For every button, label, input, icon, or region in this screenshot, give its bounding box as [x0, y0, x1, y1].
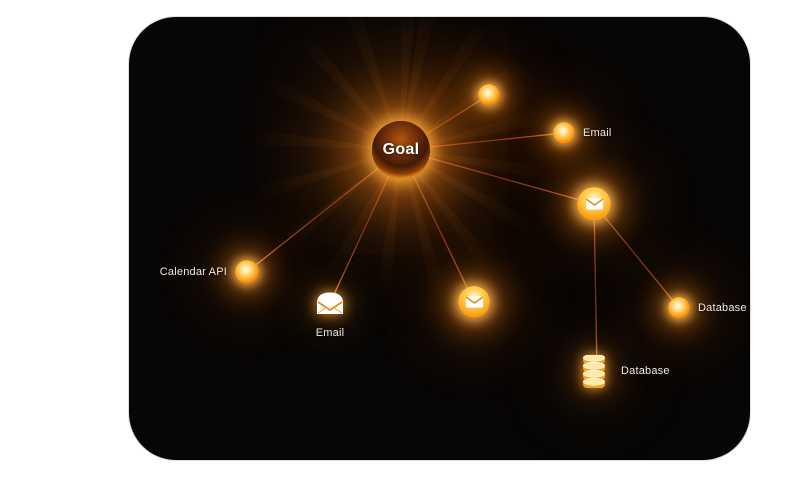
edge-goal-calendar-api [246, 149, 402, 273]
open-envelope-icon [317, 292, 343, 314]
node-label-database-store: Database [621, 365, 670, 377]
edge-mail-hub-database-right [593, 203, 680, 309]
node-email-bottom [313, 286, 347, 320]
edge-mail-hub-database-store [593, 203, 598, 372]
envelope-icon [585, 198, 603, 210]
node-label-email-right: Email [583, 127, 612, 139]
glow-sphere-database-right [668, 297, 690, 319]
database-icon [583, 353, 605, 388]
node-mail-hub [577, 187, 611, 221]
glow-sphere-node-top [478, 84, 500, 106]
node-database-store [581, 353, 613, 388]
envelope-icon [465, 296, 483, 308]
glow-sphere-email-right [553, 122, 575, 144]
edge-goal-mail-hub [400, 149, 595, 205]
node-goal: Goal [372, 121, 430, 179]
goal-node-label: Goal [382, 141, 420, 158]
node-label-calendar-api: Calendar API [159, 266, 227, 278]
glow-sphere-calendar-api [235, 260, 259, 284]
node-label-database-right: Database [698, 302, 747, 314]
node-label-email-bottom: Email [315, 327, 345, 339]
node-mail-mid [458, 286, 490, 318]
